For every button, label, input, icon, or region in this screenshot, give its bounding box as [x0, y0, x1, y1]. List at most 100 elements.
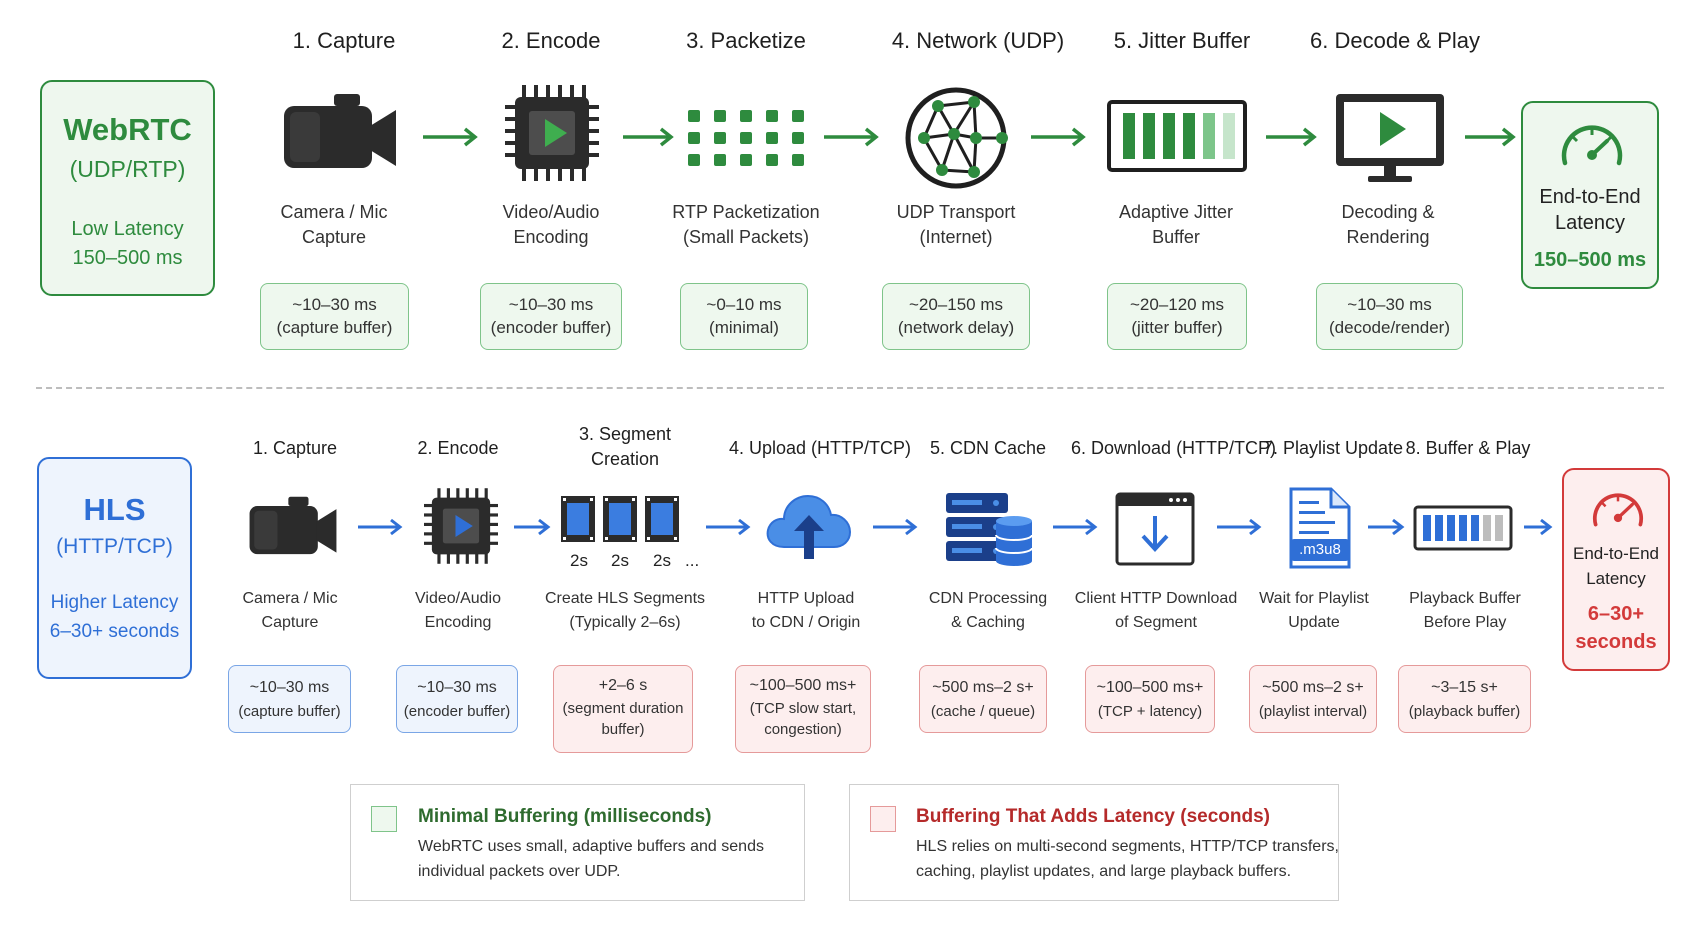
step-title: 3. Segment [578, 424, 672, 444]
hls-latency-value: 6–30+ seconds [49, 621, 180, 642]
time-note: (TCP + latency) [1097, 703, 1203, 720]
arrow-icon [1368, 518, 1405, 536]
step-label: & Caching [951, 614, 1025, 631]
step-label: UDP Transport [896, 202, 1016, 222]
webrtc-latency-value: 150–500 ms [72, 247, 183, 269]
hls-name: HLS [83, 492, 146, 527]
arrow-icon [423, 127, 478, 147]
legend-text: WebRTC uses small, adaptive buffers and … [418, 838, 764, 855]
step-title: Creation [590, 449, 660, 469]
time-value: ~20–150 ms [908, 295, 1004, 314]
step-label: Adaptive Jitter [1118, 202, 1234, 222]
time-box: ~0–10 ms (minimal) [680, 283, 808, 350]
legend-text: HLS relies on multi-second segments, HTT… [916, 838, 1339, 855]
webrtc-name: WebRTC [63, 112, 192, 147]
divider [36, 387, 1664, 389]
chip-icon [424, 488, 498, 564]
step-label: Encoding [513, 227, 589, 247]
camera-icon [284, 94, 396, 168]
webrtc-end-to-end: End-to-End Latency 150–500 ms [1521, 101, 1659, 289]
step-title: 1. Capture [292, 28, 396, 53]
time-box: ~10–30 ms (encoder buffer) [480, 283, 622, 350]
time-value: ~0–10 ms [706, 295, 782, 314]
playlist-extension: .m3u8 [1299, 541, 1341, 558]
legend-text: individual packets over UDP. [418, 863, 621, 880]
step-title: 7. Playlist Update [1262, 438, 1404, 458]
arrow-icon [873, 518, 918, 536]
end-value: 150–500 ms [1533, 249, 1647, 271]
step-label: RTP Packetization [672, 202, 820, 222]
arrow-icon [1266, 127, 1317, 147]
hls-latency-label: Higher Latency [50, 592, 179, 613]
end-value: 6–30+ [1587, 603, 1645, 625]
step-label: Encoding [424, 614, 492, 631]
legend-adds-latency: Buffering That Adds Latency (seconds) HL… [849, 784, 1339, 901]
step-label: (Internet) [919, 227, 993, 247]
step-label: Decoding & [1341, 202, 1435, 222]
step-title: 6. Decode & Play [1310, 28, 1480, 53]
step-title: 2. Encode [417, 438, 499, 458]
time-note: (jitter buffer) [1131, 318, 1223, 337]
time-box: ~10–30 ms (decode/render) [1316, 283, 1463, 350]
segment-label: 2s [570, 551, 588, 570]
time-box: ~3–15 s+ (playback buffer) [1398, 665, 1531, 733]
step-label: Capture [261, 614, 319, 631]
step-label: Video/Audio [502, 202, 600, 222]
film-segments-icon [561, 496, 679, 542]
time-box: ~10–30 ms (capture buffer) [228, 665, 351, 733]
playback-buffer-icon [1413, 505, 1513, 551]
time-value: ~500 ms–2 s+ [1262, 679, 1364, 696]
time-box: ~20–120 ms (jitter buffer) [1107, 283, 1247, 350]
hls-end-to-end: End-to-End Latency 6–30+ seconds [1562, 468, 1670, 671]
time-value: ~20–120 ms [1129, 295, 1225, 314]
legend-title: Buffering That Adds Latency (seconds) [916, 806, 1270, 827]
step-title: 4. Upload (HTTP/TCP) [728, 438, 912, 458]
hls-panel: HLS (HTTP/TCP) Higher Latency 6–30+ seco… [37, 457, 192, 679]
packets-icon [688, 110, 804, 166]
end-label: Latency [1586, 569, 1646, 588]
step-title: 8. Buffer & Play [1405, 438, 1531, 458]
step-title: 1. Capture [252, 438, 338, 458]
time-box: ~500 ms–2 s+ (playlist interval) [1249, 665, 1377, 733]
step-label: HTTP Upload [757, 590, 855, 607]
time-box: ~20–150 ms (network delay) [882, 283, 1030, 350]
monitor-play-icon [1336, 94, 1444, 182]
time-note: buffer) [601, 721, 645, 738]
segment-label: 2s [611, 551, 629, 570]
end-value: seconds [1575, 631, 1657, 653]
step-title: 3. Packetize [686, 28, 806, 53]
step-label: Buffer [1152, 227, 1200, 247]
time-value: ~10–30 ms [292, 295, 377, 314]
arrow-icon [514, 518, 551, 536]
step-label: Wait for Playlist [1259, 590, 1369, 607]
step-label: Update [1288, 614, 1340, 631]
server-database-icon [946, 493, 1033, 566]
step-title: 4. Network (UDP) [891, 28, 1065, 53]
time-note: (decode/render) [1329, 318, 1450, 337]
time-value: ~100–500 ms+ [749, 677, 857, 694]
download-window-icon [1115, 492, 1195, 566]
step-title: 5. Jitter Buffer [1113, 28, 1251, 53]
legend-swatch-green [371, 806, 397, 832]
webrtc-latency-label: Low Latency [71, 218, 184, 240]
globe-icon [905, 87, 1008, 189]
step-label: Client HTTP Download [1074, 590, 1238, 607]
time-box: ~100–500 ms+ (TCP slow start, congestion… [735, 665, 871, 753]
step-label: CDN Processing [928, 590, 1048, 607]
time-box: +2–6 s (segment duration buffer) [553, 665, 693, 753]
step-title: 6. Download (HTTP/TCP) [1071, 438, 1277, 458]
step-label: Create HLS Segments [544, 590, 706, 607]
camera-icon [249, 496, 337, 555]
step-label: Playback Buffer [1409, 590, 1521, 607]
time-box: ~10–30 ms (encoder buffer) [396, 665, 518, 733]
time-value: ~10–30 ms [249, 679, 330, 696]
arrow-icon [1031, 127, 1086, 147]
cloud-upload-icon [766, 494, 852, 559]
time-note: (cache / queue) [930, 703, 1036, 720]
step-label: of Segment [1115, 614, 1197, 631]
end-label: Latency [1554, 212, 1626, 234]
segment-label: ... [685, 551, 700, 570]
step-title: 5. CDN Cache [929, 438, 1047, 458]
webrtc-panel: WebRTC (UDP/RTP) Low Latency 150–500 ms [40, 80, 215, 296]
legend-minimal-buffering: Minimal Buffering (milliseconds) WebRTC … [350, 784, 805, 901]
